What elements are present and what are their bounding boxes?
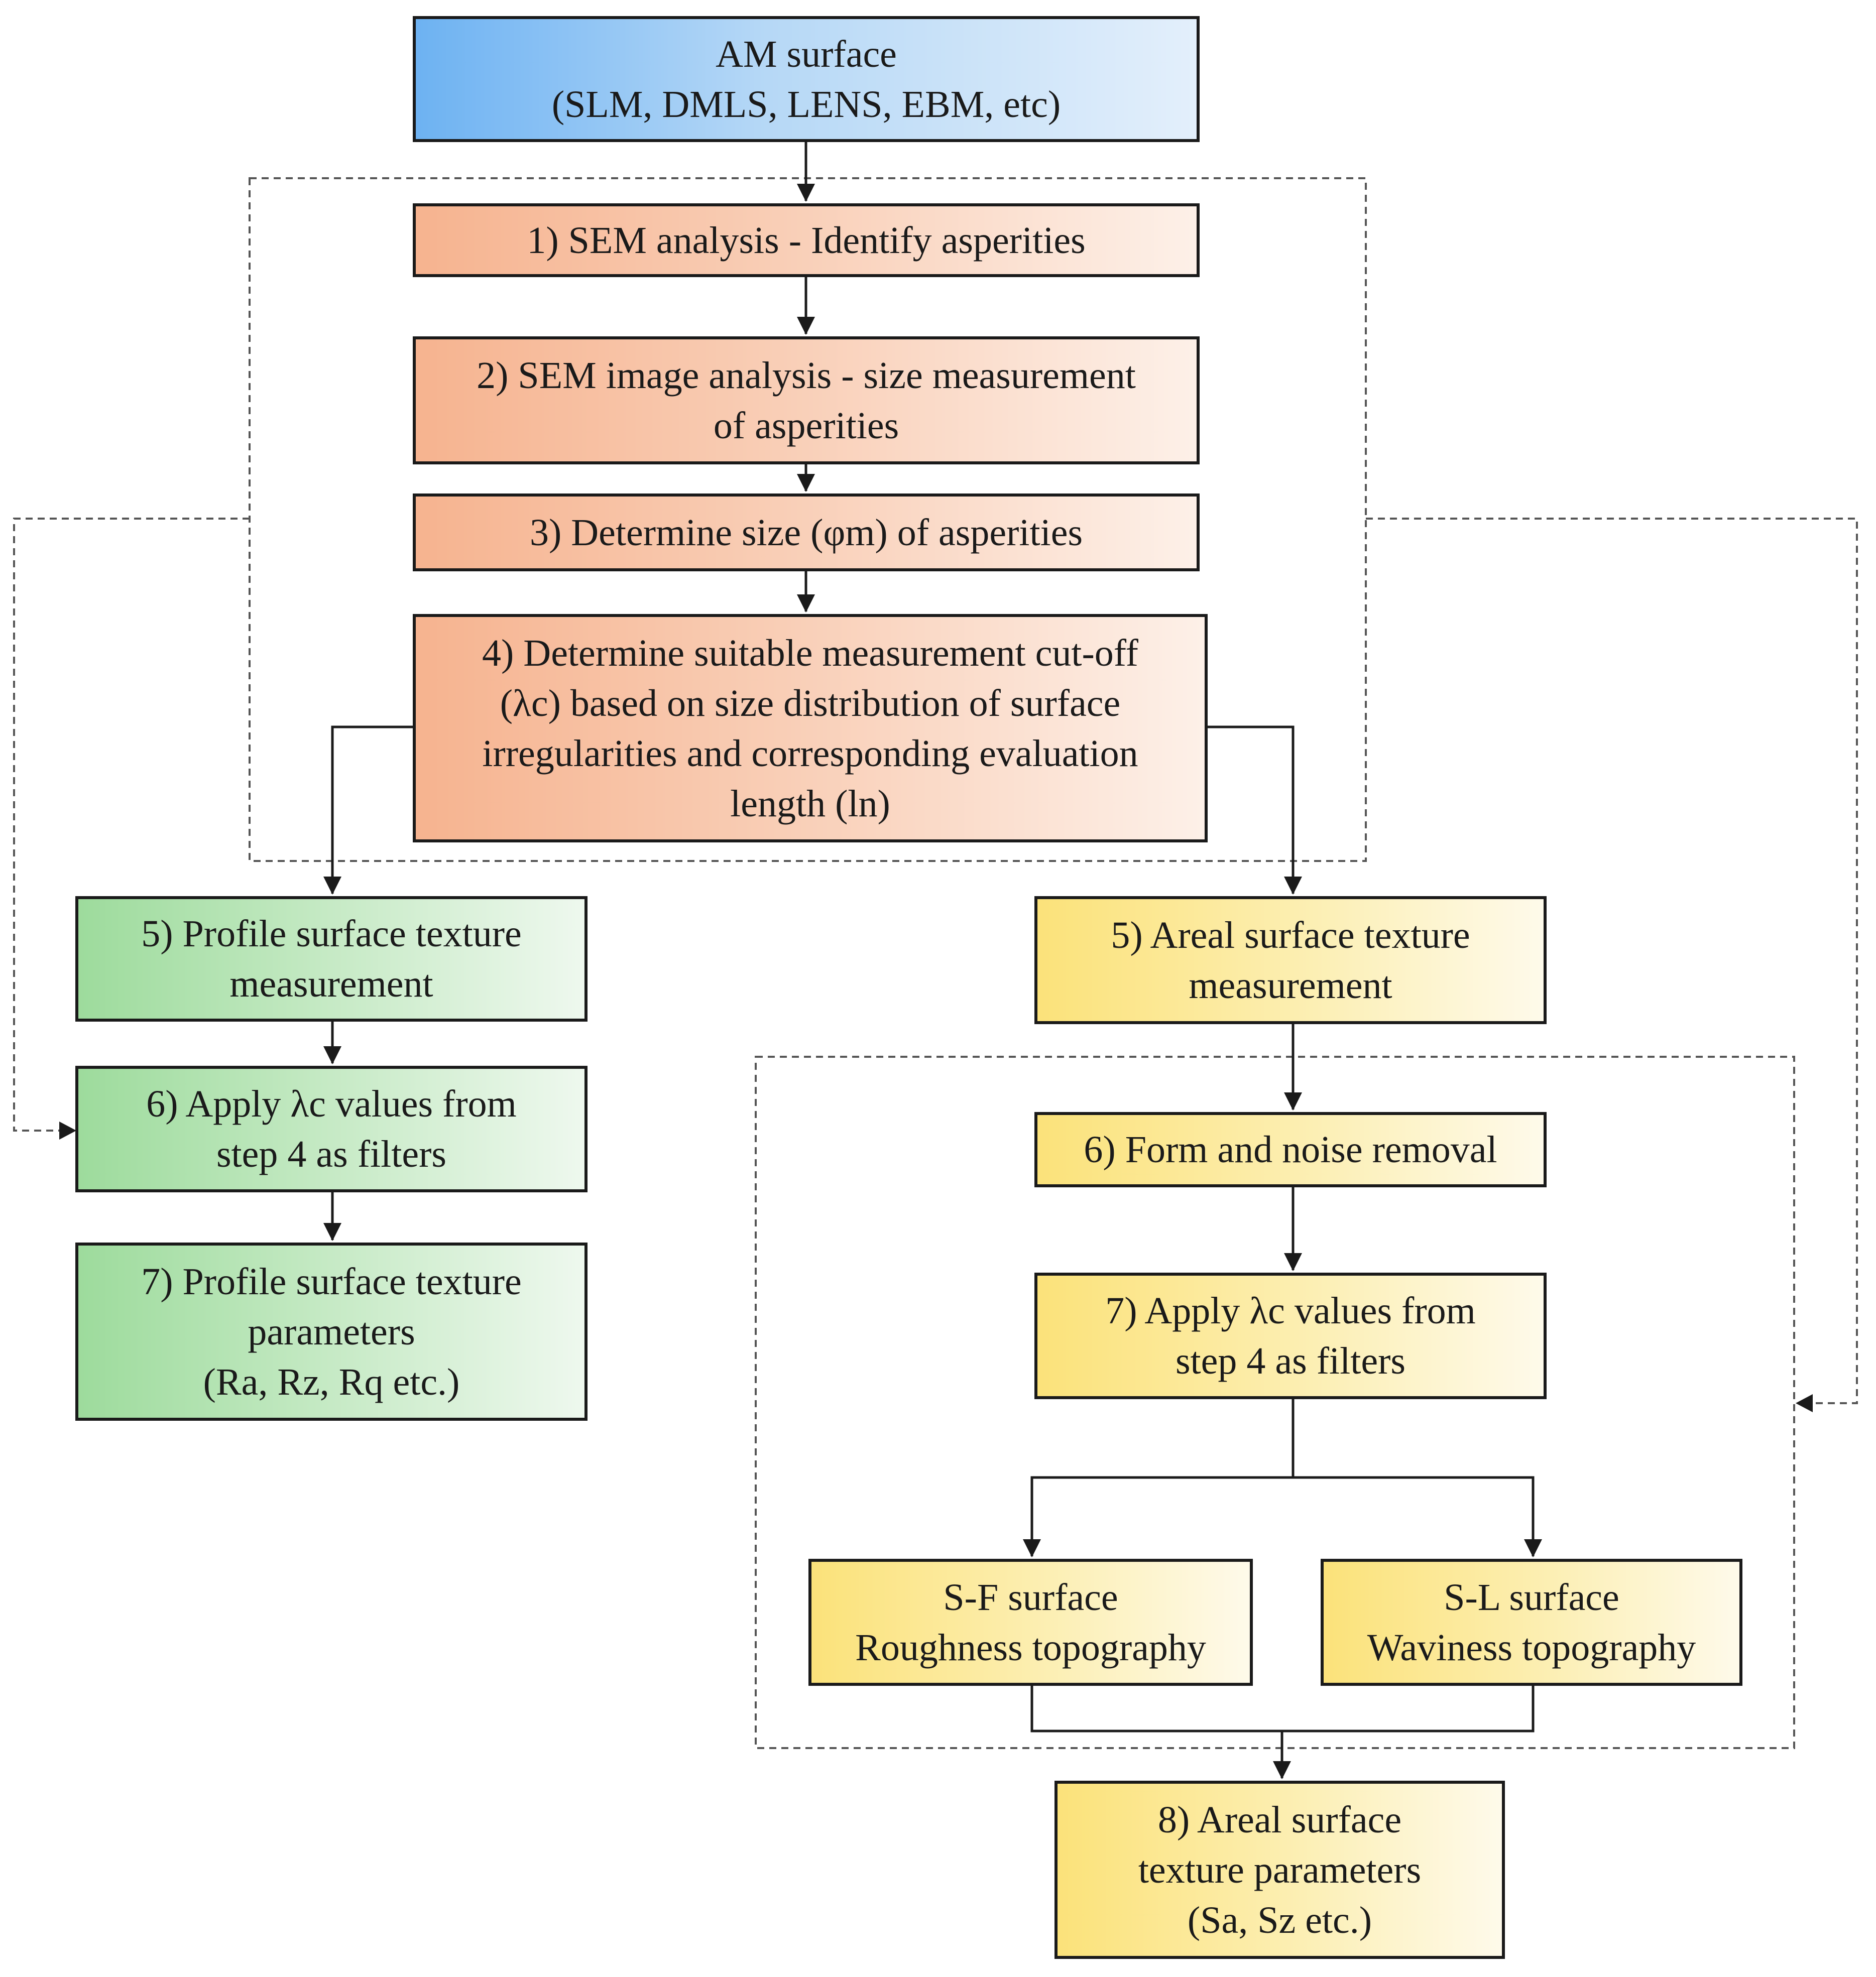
connector-areal7-split: [1023, 1399, 1295, 1557]
areal-step6-label: 6) Form and noise removal: [1084, 1129, 1497, 1171]
left-dashed-feedback-connector: [13, 518, 250, 1132]
profile-step6-box: 6) Apply λc values from step 4 as filter…: [75, 1066, 588, 1192]
profile-step5-label: 5) Profile surface texture measurement: [141, 913, 522, 1005]
step4-label: 4) Determine suitable measurement cut-of…: [482, 632, 1138, 825]
profile-step6-label: 6) Apply λc values from step 4 as filter…: [146, 1083, 517, 1175]
profile-step7-label: 7) Profile surface texture parameters (R…: [141, 1260, 522, 1403]
left-dashed-arrowhead: [59, 1122, 76, 1140]
areal-step7-box: 7) Apply λc values from step 4 as filter…: [1034, 1273, 1547, 1399]
step1-label: 1) SEM analysis - Identify asperities: [527, 219, 1086, 262]
right-dashed-arrowhead: [1796, 1394, 1813, 1412]
step3-determine-size-box: 3) Determine size (φm) of asperities: [413, 493, 1200, 571]
connector-sf-sl-merge: [1030, 1686, 1535, 1733]
sl-surface-box: S-L surface Waviness topography: [1321, 1559, 1742, 1686]
step4-cutoff-box: 4) Determine suitable measurement cut-of…: [413, 614, 1208, 842]
step2-sem-image-analysis-box: 2) SEM image analysis - size measurement…: [413, 336, 1200, 464]
step3-label: 3) Determine size (φm) of asperities: [529, 511, 1083, 554]
right-dashed-feedback-connector: [1366, 518, 1858, 1404]
areal-step5-label: 5) Areal surface texture measurement: [1111, 914, 1470, 1007]
profile-step7-box: 7) Profile surface texture parameters (R…: [75, 1243, 588, 1421]
areal-step8-box: 8) Areal surface texture parameters (Sa,…: [1054, 1781, 1505, 1959]
areal-processing-group-frame: [755, 1056, 1795, 1749]
arrow-step4-to-areal5: [1208, 725, 1302, 895]
sf-surface-label: S-F surface Roughness topography: [855, 1576, 1206, 1669]
step2-label: 2) SEM image analysis - size measurement…: [477, 354, 1136, 447]
am-surface-box: AM surface (SLM, DMLS, LENS, EBM, etc): [413, 16, 1200, 142]
sl-surface-label: S-L surface Waviness topography: [1367, 1576, 1696, 1669]
areal-step6-box: 6) Form and noise removal: [1034, 1112, 1547, 1187]
areal-step8-label: 8) Areal surface texture parameters (Sa,…: [1138, 1798, 1422, 1941]
areal-step5-box: 5) Areal surface texture measurement: [1034, 896, 1547, 1024]
profile-step5-box: 5) Profile surface texture measurement: [75, 896, 588, 1022]
step1-sem-analysis-box: 1) SEM analysis - Identify asperities: [413, 203, 1200, 277]
sf-surface-box: S-F surface Roughness topography: [808, 1559, 1253, 1686]
am-surface-label: AM surface (SLM, DMLS, LENS, EBM, etc): [551, 33, 1061, 126]
arrow-step4-to-profile5: [323, 725, 413, 895]
areal-step7-label: 7) Apply λc values from step 4 as filter…: [1105, 1290, 1476, 1382]
arrow-split-to-sl: [1293, 1476, 1542, 1557]
